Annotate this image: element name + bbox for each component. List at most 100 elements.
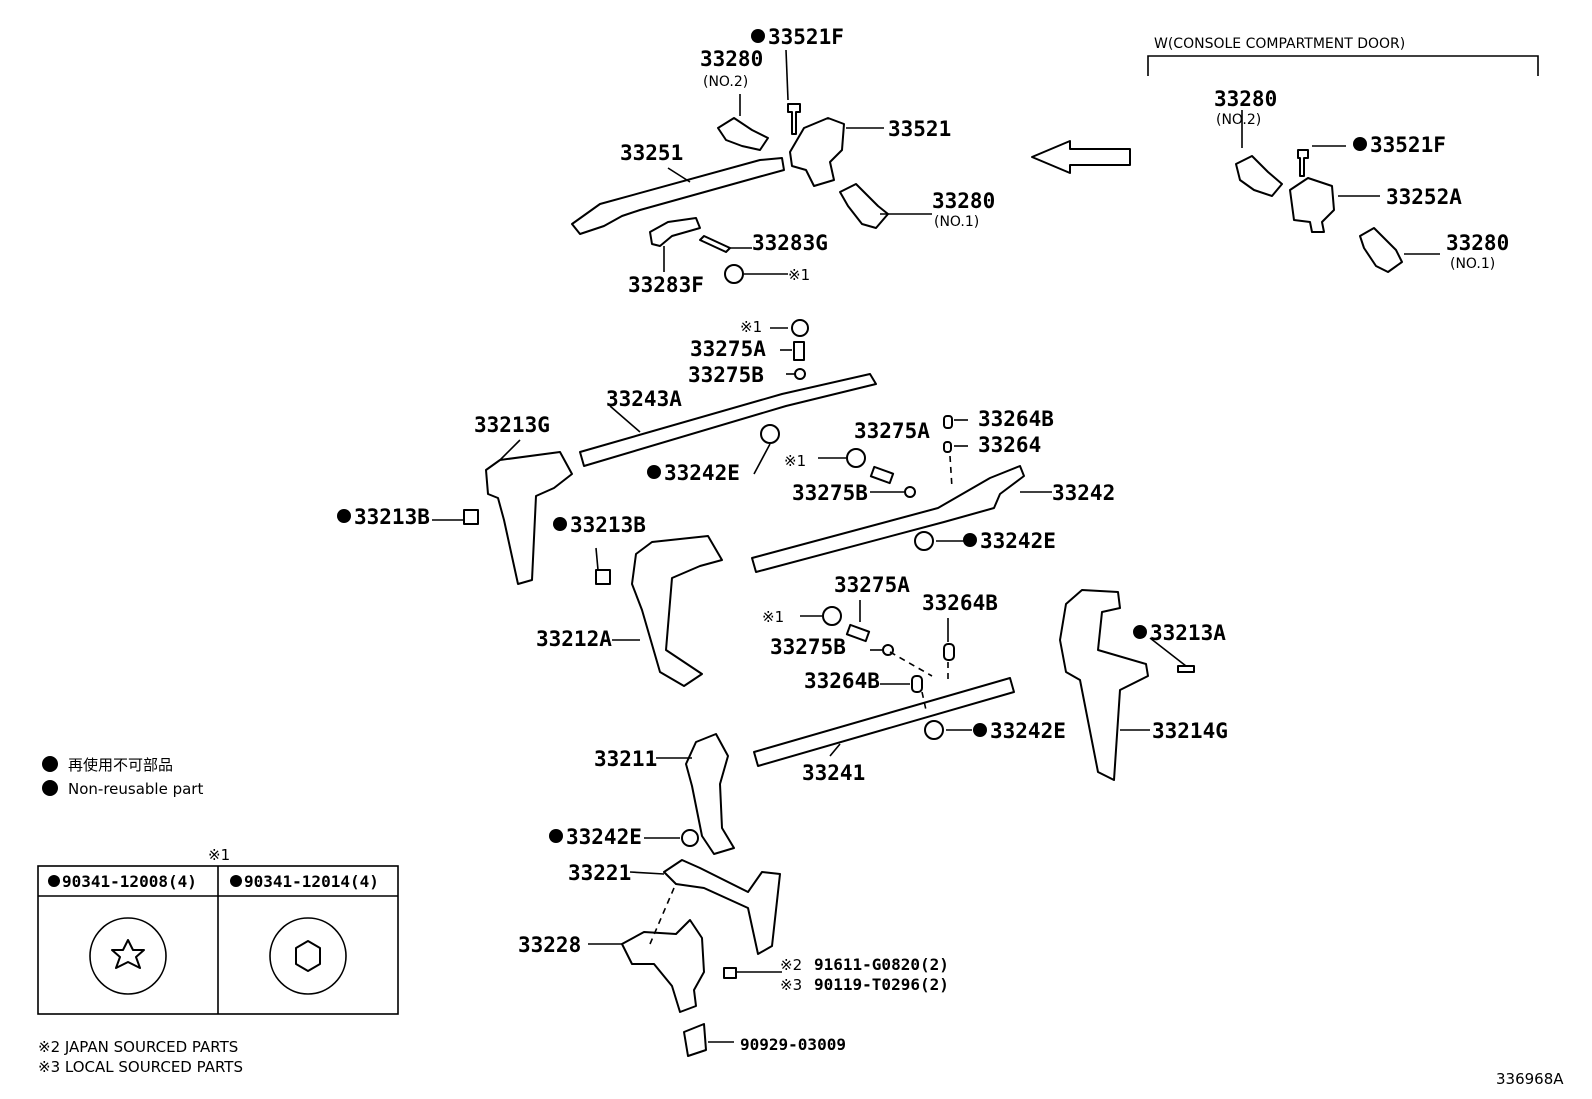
screw-mark1-d (822, 606, 842, 626)
label-no2-top: (NO.2) (703, 74, 748, 90)
bolt-33213B-a (463, 509, 479, 525)
nonreusable-dot (553, 517, 567, 531)
label-33275A-c: 33275A (834, 573, 910, 597)
snap-ring-33242E-a (760, 424, 780, 444)
torx-recess-icon (111, 939, 145, 969)
plug-33280-no2 (717, 117, 769, 151)
lever-housing-33521 (789, 117, 845, 187)
snap-ring-33242E-d (681, 829, 699, 847)
pin-33283F (649, 217, 701, 247)
bolt-33213B-b (595, 569, 611, 585)
variant-label: W(CONSOLE COMPARTMENT DOOR) (1154, 36, 1405, 52)
label-33213B-a: 33213B (354, 505, 430, 529)
direction-arrow (1031, 140, 1131, 174)
variant-bracket (1147, 55, 1539, 76)
bolt-33521F-right (1297, 149, 1309, 177)
label-33280-top: 33280 (700, 47, 763, 71)
label-33228: 33228 (518, 933, 581, 957)
label-33283G: 33283G (752, 231, 828, 255)
fork-33212A (631, 535, 723, 687)
nonreusable-dot (963, 533, 977, 547)
label-33242: 33242 (1052, 481, 1115, 505)
label-33264B-b: 33264B (922, 591, 998, 615)
nonreusable-dot (647, 465, 661, 479)
hex-screw-icon (269, 917, 347, 995)
diagram-id: 336968A (1496, 1070, 1564, 1088)
plug-33280-no2-right (1235, 155, 1283, 197)
label-33280-right2: 33280 (1446, 231, 1509, 255)
nonreusable-dot (48, 875, 60, 887)
fork-33213G (485, 451, 573, 585)
label-33242E-a: 33242E (664, 461, 740, 485)
legend-line1: 再使用不可部品 (68, 756, 173, 774)
label-mark1-b: ※1 (740, 318, 762, 336)
label-33275B-b: 33275B (792, 481, 868, 505)
bracket-33228 (621, 919, 705, 1013)
hex-recess-icon (295, 940, 321, 972)
spring-90929 (683, 1023, 707, 1057)
label-mark3: ※3 (780, 976, 802, 994)
label-33275B-c: 33275B (770, 635, 846, 659)
arm-33211 (685, 733, 735, 855)
footnote-3: ※3 LOCAL SOURCED PARTS (38, 1058, 243, 1076)
label-33221: 33221 (568, 861, 631, 885)
pin-33264B-a (943, 415, 953, 429)
label-33213G: 33213G (474, 413, 550, 437)
label-33242E-d: 33242E (566, 825, 642, 849)
legend-dot (42, 780, 58, 796)
nonreusable-dot (1353, 137, 1367, 151)
spring-33275A-a (793, 341, 805, 361)
note-col1: 90341-12008(4) (62, 872, 197, 891)
label-90929: 90929-03009 (740, 1035, 846, 1054)
label-mark1-d: ※1 (762, 608, 784, 626)
label-33251: 33251 (620, 141, 683, 165)
torx-screw-icon (89, 917, 167, 995)
snap-ring-33242E-c (924, 720, 944, 740)
nonreusable-dot (751, 29, 765, 43)
ball-33275B-a (794, 368, 806, 380)
label-no1-mid: (NO.1) (934, 214, 979, 230)
label-33241: 33241 (802, 761, 865, 785)
shift-rod-33241 (753, 677, 1015, 767)
spring-33275A-b (869, 465, 895, 485)
shift-rod-33243A (579, 373, 877, 467)
screw-mark1-b (791, 319, 809, 337)
label-no1-right: (NO.1) (1450, 256, 1495, 272)
label-33275A-a: 33275A (690, 337, 766, 361)
label-33212A: 33212A (536, 627, 612, 651)
pin-33264B-c (911, 675, 923, 693)
plug-33280-no1 (839, 183, 889, 229)
bolt-91611 (723, 967, 737, 979)
ball-33275B-b (904, 486, 916, 498)
nonreusable-dot (973, 723, 987, 737)
note-col2: 90341-12014(4) (244, 872, 379, 891)
label-33521F-right: 33521F (1370, 133, 1446, 157)
label-no2-right: (NO.2) (1216, 112, 1261, 128)
footnote-2: ※2 JAPAN SOURCED PARTS (38, 1038, 238, 1056)
housing-33252A (1289, 177, 1335, 233)
label-33264B-a: 33264B (978, 407, 1054, 431)
nonreusable-dot (1133, 625, 1147, 639)
label-33280-mid: 33280 (932, 189, 995, 213)
label-33275A-b: 33275A (854, 419, 930, 443)
shift-rod-33242 (751, 465, 1025, 573)
lever-shaft-33251 (571, 157, 785, 235)
label-mark1-a: ※1 (788, 266, 810, 284)
legend-line2: Non-reusable part (68, 780, 203, 798)
label-33242E-c: 33242E (990, 719, 1066, 743)
label-33242E-b: 33242E (980, 529, 1056, 553)
nonreusable-dot (549, 829, 563, 843)
label-33264B-c: 33264B (804, 669, 880, 693)
bolt-33521F (787, 103, 801, 135)
label-33243A: 33243A (606, 387, 682, 411)
label-33521F-top: 33521F (768, 25, 844, 49)
label-33213B-b: 33213B (570, 513, 646, 537)
screw-mark1-c (846, 448, 866, 468)
label-33275B-a: 33275B (688, 363, 764, 387)
legend-dot (42, 756, 58, 772)
label-90119: 90119-T0296(2) (814, 975, 949, 994)
label-33521-top: 33521 (888, 117, 951, 141)
nonreusable-dot (337, 509, 351, 523)
